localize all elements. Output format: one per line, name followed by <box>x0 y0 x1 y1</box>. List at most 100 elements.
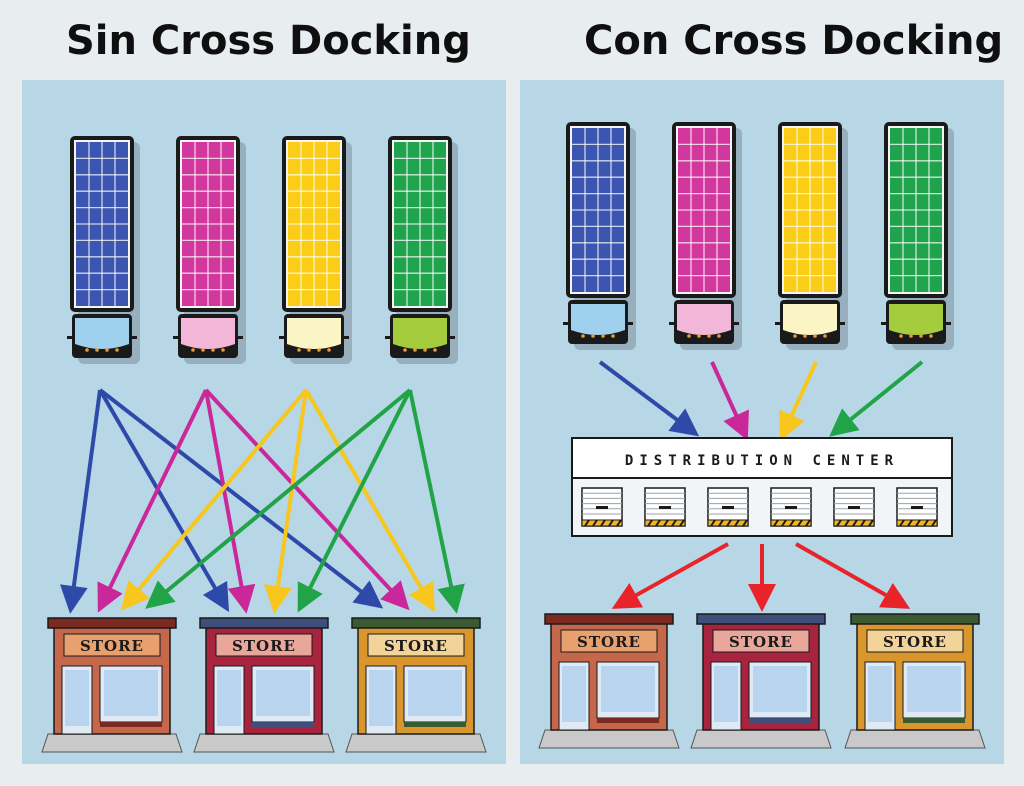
arrow-dc-to-store-1 <box>611 542 729 609</box>
store-right-brown: STORE <box>538 613 680 749</box>
hazard-mark <box>710 519 716 527</box>
arrow-magenta-to-distribution-center <box>710 361 749 441</box>
truck-bumper <box>75 346 129 356</box>
arrow-blue-to-store-3 <box>98 388 384 609</box>
truck-mirror <box>669 322 674 325</box>
store-sidewalk <box>538 729 680 749</box>
store-roof <box>850 613 980 625</box>
distribution-center: DISTRIBUTION CENTER <box>571 437 953 537</box>
truck-bumper <box>287 346 341 356</box>
truck-light <box>191 348 195 352</box>
truck-mirror <box>385 336 390 339</box>
store-sign-board <box>866 629 964 653</box>
truck-light <box>317 348 321 352</box>
truck-mirror <box>881 322 886 325</box>
store-window-glass <box>907 666 961 712</box>
truck-left-green <box>385 136 458 364</box>
store-sign-text: STORE <box>577 633 641 651</box>
truck-light <box>909 334 913 338</box>
hazard-mark <box>592 519 598 527</box>
store-sidewalk <box>193 733 335 753</box>
arrow-blue-to-distribution-center <box>598 360 700 437</box>
hazard-mark <box>915 519 921 527</box>
store-sidewalk <box>345 733 487 753</box>
hazard-mark <box>608 519 614 527</box>
store-window-sill <box>100 722 162 727</box>
store-door-glass <box>562 666 586 722</box>
truck-mirror <box>775 322 780 325</box>
truck-light <box>327 348 331 352</box>
truck-mirror <box>67 336 72 339</box>
arrow-blue-to-store-2 <box>98 388 230 613</box>
store-sign-text: STORE <box>80 637 144 655</box>
truck-left-magenta <box>173 136 246 364</box>
store-sign-text: STORE <box>729 633 793 651</box>
truck-cab <box>393 318 447 349</box>
store-window-glass <box>256 670 310 716</box>
arrow-yellow-to-store-2 <box>264 389 308 614</box>
truck-light <box>611 334 615 338</box>
truck-left-blue <box>67 136 140 364</box>
truck-light <box>581 334 585 338</box>
door-handle <box>911 506 923 509</box>
arrow-yellow-to-distribution-center <box>779 361 818 441</box>
hazard-mark <box>860 519 866 527</box>
truck-right-green <box>881 122 954 350</box>
truck-light <box>403 348 407 352</box>
store-left-brown: STORE <box>41 617 183 753</box>
truck-light <box>929 334 933 338</box>
store-roof <box>351 617 481 629</box>
arrow-green-to-store-2 <box>297 389 412 613</box>
truck-mirror <box>840 322 845 325</box>
truck-light <box>793 334 797 338</box>
door-handle <box>722 506 734 509</box>
store-window-glass <box>753 666 807 712</box>
truck-cab <box>287 318 341 349</box>
arrow-blue-to-store-1 <box>59 389 102 614</box>
truck-mirror <box>238 336 243 339</box>
hazard-mark <box>923 519 929 527</box>
store-window-sill <box>404 722 466 727</box>
truck-light <box>697 334 701 338</box>
truck-light <box>813 334 817 338</box>
truck-cab <box>677 304 731 335</box>
store-sidewalk <box>844 729 986 749</box>
truck-cab <box>783 304 837 335</box>
store-sign-text: STORE <box>232 637 296 655</box>
arrow-green-to-store-1 <box>145 388 412 609</box>
hazard-mark <box>781 519 787 527</box>
hazard-mark <box>655 519 661 527</box>
store-roof <box>199 617 329 629</box>
truck-mirror <box>563 322 568 325</box>
store-window-sill <box>597 718 659 723</box>
door-handle <box>596 506 608 509</box>
truck-light <box>687 334 691 338</box>
store-door-glass <box>65 670 89 726</box>
hazard-mark <box>647 519 653 527</box>
truck-light <box>307 348 311 352</box>
store-sidewalk <box>690 729 832 749</box>
hazard-mark <box>852 519 858 527</box>
arrow-magenta-to-store-3 <box>204 388 410 611</box>
truck-light <box>423 348 427 352</box>
hazard-mark <box>907 519 913 527</box>
store-roof <box>696 613 826 625</box>
truck-bumper <box>181 346 235 356</box>
truck-mirror <box>946 322 951 325</box>
hazard-mark <box>789 519 795 527</box>
truck-light <box>105 348 109 352</box>
truck-light <box>601 334 605 338</box>
truck-light <box>85 348 89 352</box>
store-sign-board <box>712 629 810 653</box>
truck-right-blue <box>563 122 636 350</box>
door-handle <box>785 506 797 509</box>
hazard-mark <box>773 519 779 527</box>
hazard-mark <box>899 519 905 527</box>
store-door-glass <box>217 670 241 726</box>
truck-light <box>115 348 119 352</box>
truck-mirror <box>450 336 455 339</box>
hazard-mark <box>616 519 622 527</box>
truck-cab <box>571 304 625 335</box>
hazard-mark <box>663 519 669 527</box>
trucks-layer <box>67 122 954 364</box>
